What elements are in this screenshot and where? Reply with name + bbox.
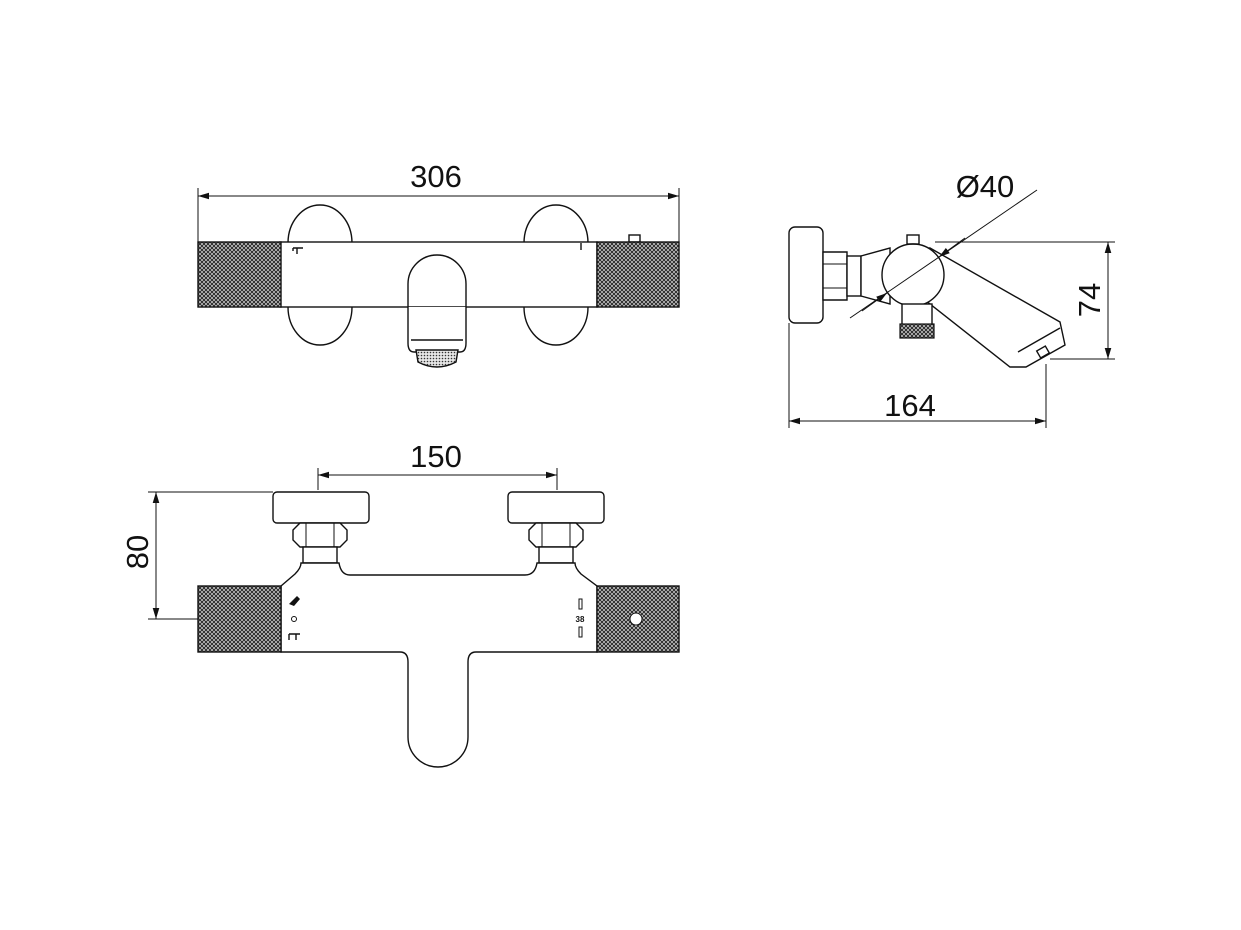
bath-spout-symbol-icon [288,633,300,640]
width-dimension-label: 306 [410,159,462,194]
side-top-tab [906,234,920,245]
side-body-neck [860,247,891,305]
left-hex-nut-front [292,522,348,548]
height-dimension-label: 74 [1072,283,1107,317]
aerator-icon [415,349,459,368]
temp-mark-upper [578,598,583,610]
left-connector-front [302,546,338,564]
right-escutcheon-top [523,204,589,244]
inlet-height-dimension-label: 80 [120,535,155,569]
right-knurled-handle-top [596,241,680,308]
temperature-stop-tab [628,234,641,243]
left-knurled-handle-top [197,241,282,308]
left-escutcheon-top [287,204,353,244]
top-view: 306 [197,159,680,368]
left-escutcheon-bottom [287,306,353,346]
side-escutcheon [788,226,824,324]
spout-top-lower [407,307,467,353]
mixer-body-front [280,562,598,768]
side-bottom-thread [899,323,935,339]
side-spout-tip [1035,345,1051,359]
side-connector [846,255,862,297]
temperature-marking-label: 38 [576,615,585,624]
diameter-dimension-label: Ø40 [956,169,1015,204]
left-knurled-handle-front [197,585,282,653]
side-hex-nut [822,251,848,301]
right-escutcheon-bottom [523,306,589,346]
right-hex-nut-front [528,522,584,548]
left-escutcheon-front [272,491,370,524]
front-view: 150 80 38 [120,439,680,768]
right-connector-front [538,546,574,564]
spout-top-upper [407,254,467,308]
depth-dimension-label: 164 [884,388,936,423]
safety-button-icon [629,612,643,626]
side-view: Ø40 74 164 [788,169,1115,428]
neutral-position-icon [291,616,297,622]
right-escutcheon-front [507,491,605,524]
side-bottom-outlet [901,303,933,327]
diverter-symbol-icon [292,247,303,254]
inlet-spacing-dimension-label: 150 [410,439,462,474]
temp-mark-lower [578,626,583,638]
side-spout-body [924,246,1066,368]
shower-symbol-icon [289,596,300,606]
